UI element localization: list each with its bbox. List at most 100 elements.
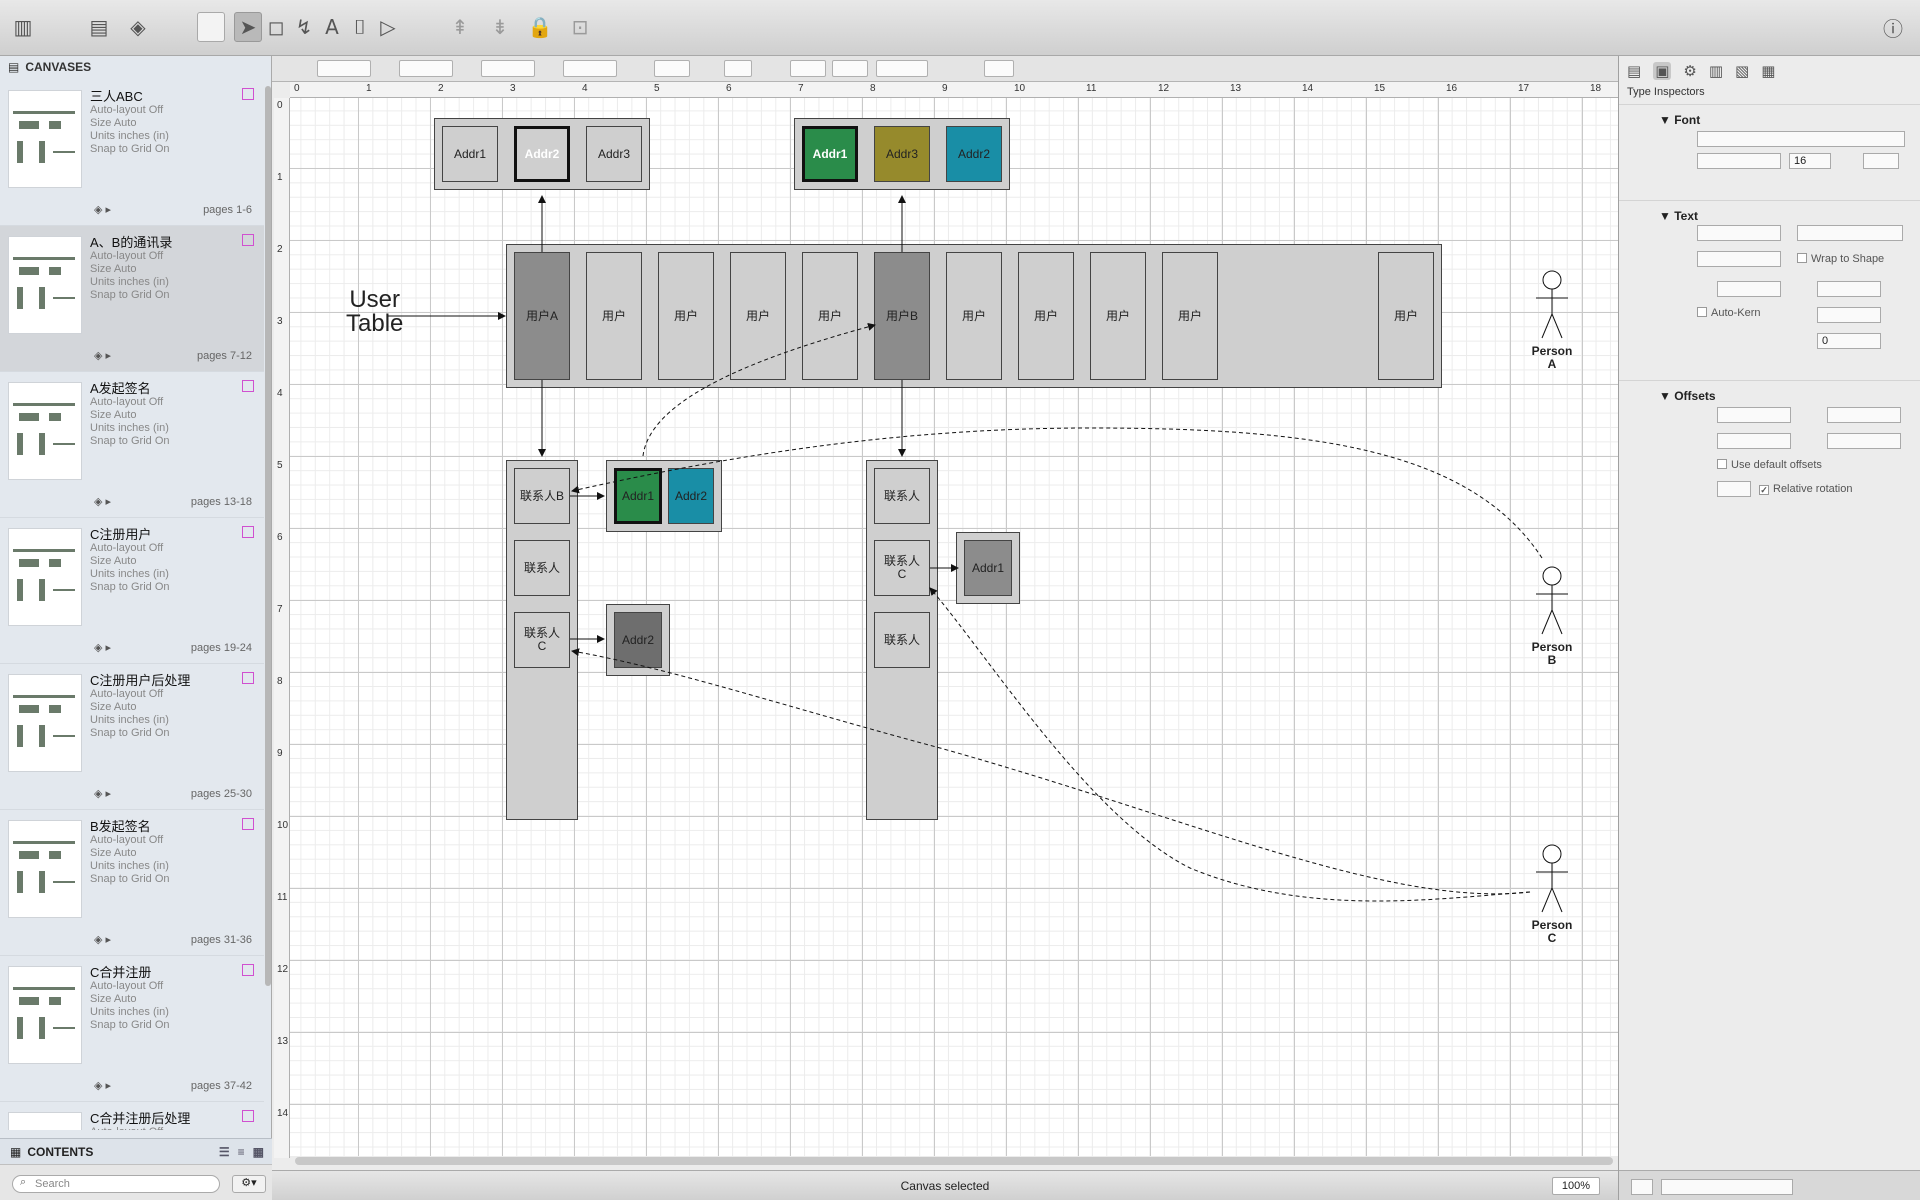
text-tool-icon[interactable]: A xyxy=(325,15,339,39)
baseline-field[interactable]: 0 xyxy=(1817,333,1881,349)
user-cell[interactable]: 用户 xyxy=(1018,252,1074,380)
selection-tool-icon[interactable]: ➤ xyxy=(234,12,262,42)
contact-cell[interactable]: 联系人 C xyxy=(514,612,570,668)
user-cell[interactable]: 用户 xyxy=(802,252,858,380)
fill-menu[interactable] xyxy=(790,60,826,77)
canvas-pin-icon[interactable] xyxy=(242,672,254,684)
font-family-select[interactable] xyxy=(1697,131,1905,147)
magnet-tool-icon[interactable]: ⌷ xyxy=(354,15,366,39)
stroke-menu[interactable] xyxy=(832,60,868,77)
user-cell[interactable]: 用户 xyxy=(658,252,714,380)
canvas-pin-icon[interactable] xyxy=(242,818,254,830)
list-view-icon[interactable]: ▤ xyxy=(89,15,109,39)
dashed-link-addr-userB[interactable] xyxy=(642,322,876,457)
layers-icon[interactable]: ◈ xyxy=(130,15,146,39)
canvas-pin-icon[interactable] xyxy=(242,380,254,392)
addr-box[interactable]: Addr1 xyxy=(442,126,498,182)
text-position-buttons[interactable] xyxy=(1697,251,1781,267)
canvas-item[interactable]: C合并注册后处理Auto-layout Off xyxy=(0,1102,264,1130)
addr-box[interactable]: Addr1 xyxy=(964,540,1012,596)
contact-cell[interactable]: 联系人B xyxy=(514,468,570,524)
gear-menu-button[interactable]: ⚙▾ xyxy=(232,1175,266,1193)
contact-cell[interactable]: 联系人 C xyxy=(874,540,930,596)
char-spacing-field[interactable] xyxy=(1817,281,1881,297)
addr-box[interactable]: Addr2 xyxy=(614,612,662,668)
auto-kern-checkbox[interactable]: Auto-Kern xyxy=(1697,307,1761,319)
contact-cell[interactable]: 联系人 xyxy=(874,468,930,524)
addr-box[interactable]: Addr2 xyxy=(514,126,570,182)
user-cell[interactable]: 用户 xyxy=(1090,252,1146,380)
layers-disclosure-icon[interactable]: ◈ ▸ xyxy=(94,496,112,508)
layers-disclosure-icon[interactable]: ◈ ▸ xyxy=(94,642,112,654)
person-figure[interactable]: Person B xyxy=(1522,566,1582,667)
shadow-menu[interactable] xyxy=(654,60,690,77)
font-size-field[interactable]: 16 xyxy=(1789,153,1831,169)
layers-disclosure-icon[interactable]: ◈ ▸ xyxy=(94,934,112,946)
canvas-pin-icon[interactable] xyxy=(242,88,254,100)
width-field[interactable] xyxy=(481,60,535,77)
hierarchy-view-icon[interactable]: ≡ xyxy=(237,1144,245,1159)
contact-cell[interactable]: 联系人 xyxy=(874,612,930,668)
y-position-field[interactable] xyxy=(399,60,453,77)
bring-front-icon[interactable]: ⇞ xyxy=(451,15,469,39)
dashed-link-personC-b[interactable] xyxy=(929,587,1531,902)
kern-field[interactable] xyxy=(1817,307,1881,323)
canvas-pin-icon[interactable] xyxy=(242,234,254,246)
canvas-inspector-icon[interactable]: ▥ xyxy=(1708,62,1724,80)
style-inspector-icon[interactable]: ▤ xyxy=(1627,62,1642,80)
style-swatch[interactable] xyxy=(1631,1179,1653,1195)
lock-icon[interactable]: 🔒 xyxy=(527,15,553,39)
addr-box[interactable]: Addr2 xyxy=(668,468,714,524)
offset-left-field[interactable] xyxy=(1717,407,1791,423)
line-tool-icon[interactable]: ↯ xyxy=(295,15,313,39)
search-input[interactable]: Search xyxy=(12,1175,220,1193)
sidebar-scrollbar[interactable] xyxy=(265,86,271,986)
dashed-link-personC-a[interactable] xyxy=(571,648,1531,895)
stroke-width-field[interactable] xyxy=(876,60,928,77)
canvas-pin-icon[interactable] xyxy=(242,1110,254,1122)
shape-tool-icon[interactable]: ◻ xyxy=(267,15,285,39)
user-cell[interactable]: 用户 xyxy=(730,252,786,380)
offset-right-field[interactable] xyxy=(1827,407,1901,423)
line-spacing-field[interactable] xyxy=(1717,281,1781,297)
zoom-select[interactable]: 100% xyxy=(1552,1177,1600,1195)
layers-disclosure-icon[interactable]: ◈ ▸ xyxy=(94,1080,112,1092)
browse-tool-icon[interactable]: ▷ xyxy=(380,15,396,39)
person-figure[interactable]: Person C xyxy=(1522,844,1582,945)
send-back-icon[interactable]: ⇟ xyxy=(491,15,509,39)
offset-top-field[interactable] xyxy=(1717,433,1791,449)
canvas-pin-icon[interactable] xyxy=(242,964,254,976)
layers-disclosure-icon[interactable]: ◈ ▸ xyxy=(94,788,112,800)
layout-inspector-icon[interactable]: ▦ xyxy=(1761,62,1776,80)
height-field[interactable] xyxy=(563,60,617,77)
contact-cell[interactable]: 联系人 xyxy=(514,540,570,596)
disclosure-triangle-icon[interactable]: ▼ xyxy=(1659,209,1675,223)
rotation-field[interactable] xyxy=(1717,481,1751,497)
addr-box[interactable]: Addr1 xyxy=(614,468,662,524)
relative-rotation-checkbox[interactable]: ✓Relative rotation xyxy=(1759,483,1853,495)
style-swatch-button[interactable] xyxy=(197,12,225,42)
font-color-well[interactable] xyxy=(1863,153,1899,169)
group-icon[interactable]: ⊡ xyxy=(571,15,589,39)
horizontal-align-buttons[interactable] xyxy=(1797,225,1903,241)
vertical-align-buttons[interactable] xyxy=(1697,225,1781,241)
grid-view-icon[interactable]: ▦ xyxy=(252,1144,264,1159)
user-cell[interactable]: 用户B xyxy=(874,252,930,380)
style-tray[interactable] xyxy=(1661,1179,1793,1195)
addr-box[interactable]: Addr2 xyxy=(946,126,1002,182)
dashed-link-personB[interactable] xyxy=(571,427,1543,559)
addr-box[interactable]: Addr3 xyxy=(874,126,930,182)
user-cell[interactable]: 用户 xyxy=(1162,252,1218,380)
offset-bottom-field[interactable] xyxy=(1827,433,1901,449)
addr-box[interactable]: Addr3 xyxy=(586,126,642,182)
user-cell[interactable]: 用户 xyxy=(946,252,1002,380)
document-inspector-icon[interactable]: ▧ xyxy=(1735,62,1750,80)
person-figure[interactable]: Person A xyxy=(1522,270,1582,371)
user-cell[interactable]: 用户 xyxy=(1378,252,1434,380)
